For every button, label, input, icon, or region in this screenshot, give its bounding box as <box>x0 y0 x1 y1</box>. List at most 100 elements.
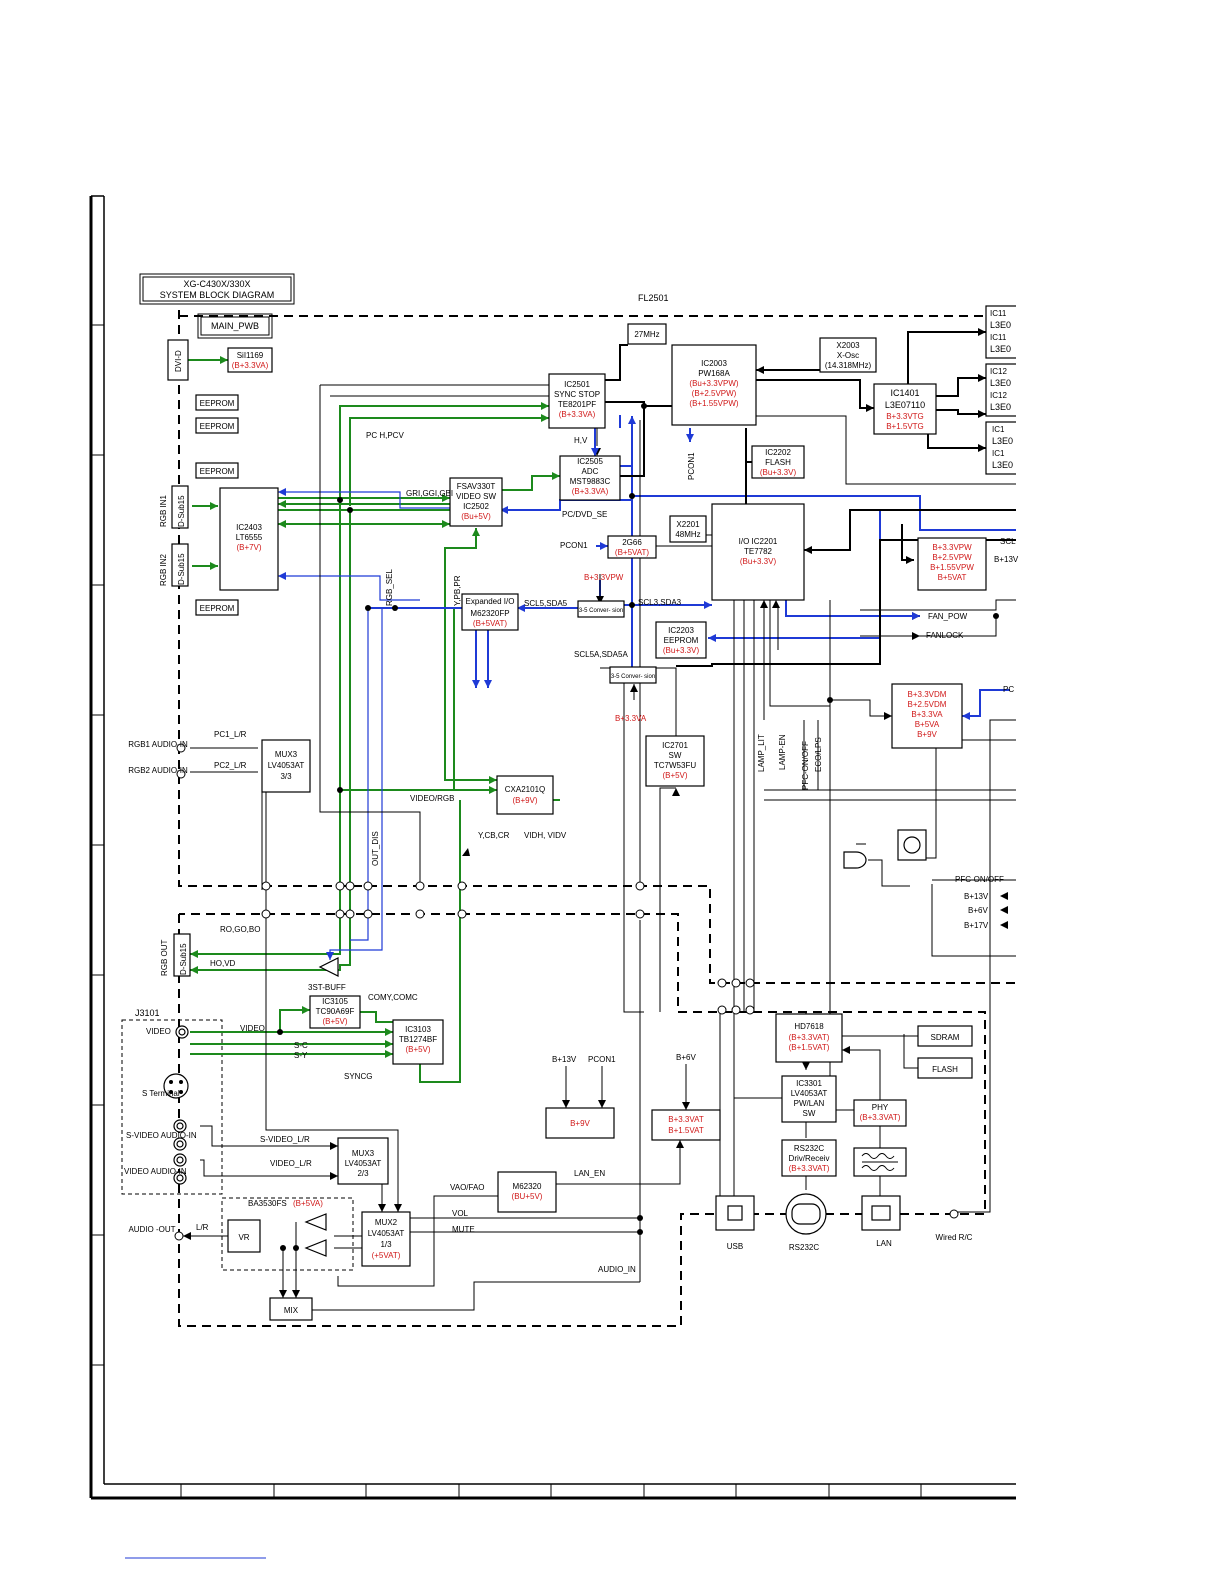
svg-text:(B+3.3VAT): (B+3.3VAT) <box>789 1164 830 1173</box>
svg-text:B+13V: B+13V <box>964 892 989 901</box>
svg-text:GRI,GGI,GBI: GRI,GGI,GBI <box>406 489 453 498</box>
svg-text:IC12: IC12 <box>990 391 1007 400</box>
hd7618-block: HD7618 (B+3.3VAT) (B+1.5VAT) <box>775 1013 843 1063</box>
fl-label: FL2501 <box>638 293 669 303</box>
ic2003-block: IC2003 PW168A (Bu+3.3VPW) (B+2.5VPW) (B+… <box>671 344 757 426</box>
svg-text:(B+3.3VA): (B+3.3VA) <box>572 487 609 496</box>
x2003-block: X2003 X-Osc (14.318MHz) <box>819 337 877 373</box>
svg-text:L3E07110: L3E07110 <box>885 400 925 410</box>
svg-text:ADC: ADC <box>582 467 599 476</box>
mux2-block: MUX2 LV4053AT 1/3 (+5VAT) <box>361 1211 411 1267</box>
ic2203-block: IC2203 EEPROM (Bu+3.3V) <box>655 621 707 659</box>
svg-text:B+3.3VPW: B+3.3VPW <box>932 543 972 552</box>
svg-text:IC2701: IC2701 <box>662 741 688 750</box>
svg-text:RGB IN1: RGB IN1 <box>159 494 168 527</box>
ic2501-block: IC2501 SYNC STOP TE8201PF (B+3.3VA) <box>548 373 606 429</box>
svg-text:EEPROM: EEPROM <box>200 467 235 476</box>
svg-text:L3E0: L3E0 <box>992 460 1013 470</box>
sii1169-block: SiI1169 (B+3.3VA) <box>227 347 273 373</box>
svg-text:Y,PB,PR: Y,PB,PR <box>453 575 462 606</box>
mux3-audio-block: MUX3 LV4053AT 3/3 <box>261 739 311 793</box>
right-crop-mask <box>1016 300 1046 1584</box>
svg-text:2G66: 2G66 <box>622 538 642 547</box>
svg-text:PFC-ON/OFF: PFC-ON/OFF <box>955 875 1004 884</box>
svg-text:(Bu+3.3VPW): (Bu+3.3VPW) <box>689 379 738 388</box>
m62320-block: M62320 (BU+5V) <box>497 1171 557 1213</box>
ic2505-block: IC2505 ADC MST9883C (B+3.3VA) <box>559 455 621 501</box>
svg-text:IC2403: IC2403 <box>236 523 262 532</box>
svg-text:(B+7V): (B+7V) <box>236 543 261 552</box>
svg-text:FLASH: FLASH <box>932 1065 958 1074</box>
svg-text:B+5VAT: B+5VAT <box>938 573 967 582</box>
svg-text:TB1274BF: TB1274BF <box>399 1035 437 1044</box>
svg-text:B+1.5VAT: B+1.5VAT <box>668 1126 704 1135</box>
green-arrowheads <box>190 356 560 1058</box>
svg-text:X2201: X2201 <box>676 520 700 529</box>
svg-text:3/3: 3/3 <box>280 772 292 781</box>
svg-text:S-Y: S-Y <box>294 1051 308 1060</box>
svg-text:B+3.3VDM: B+3.3VDM <box>908 690 947 699</box>
svg-text:EEPROM: EEPROM <box>664 636 699 645</box>
ic1401-block: IC1401 L3E07110 B+3.3VTG B+1.5VTG <box>873 383 937 435</box>
svg-text:L3E0: L3E0 <box>990 378 1011 388</box>
svg-text:VIDH, VIDV: VIDH, VIDV <box>524 831 567 840</box>
sdram-block: SDRAM <box>917 1025 973 1047</box>
svg-text:IC11: IC11 <box>990 309 1007 318</box>
svg-text:48MHz: 48MHz <box>675 530 700 539</box>
svg-text:IC2502: IC2502 <box>463 502 489 511</box>
svg-text:(B+5VAT): (B+5VAT) <box>615 548 649 557</box>
3st-buffer <box>318 957 339 977</box>
rs232-driver-block: RS232C Driv/Receiv (B+3.3VAT) <box>781 1139 837 1177</box>
rgb-in1-connector: D-Sub15 RGB IN1 <box>159 485 189 529</box>
svg-text:SCL: SCL <box>1000 537 1016 546</box>
svg-text:PHY: PHY <box>872 1103 889 1112</box>
svg-text:VIDEO_L/R: VIDEO_L/R <box>270 1159 312 1168</box>
and-gate <box>843 851 867 869</box>
lan-connector: LAN <box>861 1195 901 1248</box>
svg-text:(B+2.5VPW): (B+2.5VPW) <box>692 389 737 398</box>
svg-text:SCL5A,SDA5A: SCL5A,SDA5A <box>574 650 628 659</box>
svg-text:(B+5V): (B+5V) <box>322 1017 347 1026</box>
ic2403-block: IC2403 LT6555 (B+7V) <box>219 487 279 591</box>
svg-text:27MHz: 27MHz <box>634 330 659 339</box>
flash-block: FLASH <box>917 1057 973 1079</box>
svg-text:FAN_POW: FAN_POW <box>928 612 968 621</box>
svg-text:D-Sub15: D-Sub15 <box>179 943 188 975</box>
svg-text:PC/DVD_SE: PC/DVD_SE <box>562 510 607 519</box>
q2g66-block: 2G66 (B+5VAT) <box>607 535 657 559</box>
svg-text:B+9V: B+9V <box>917 730 937 739</box>
svg-text:(14.318MHz): (14.318MHz) <box>825 361 872 370</box>
svg-text:IC2505: IC2505 <box>577 457 603 466</box>
svg-text:(B+5VAT): (B+5VAT) <box>473 619 507 628</box>
svg-text:3-5 Conver- sion: 3-5 Conver- sion <box>611 674 655 680</box>
conversion-block-1: 3-5 Conver- sion <box>577 600 625 618</box>
wired-rc-jack: Wired R/C <box>936 1209 973 1242</box>
svg-text:B+5VA: B+5VA <box>915 720 940 729</box>
b9v-regulator-block: B+9V <box>545 1107 615 1139</box>
svg-text:EEPROM: EEPROM <box>200 422 235 431</box>
svg-text:TE8201PF: TE8201PF <box>558 400 596 409</box>
svg-text:LV4053AT: LV4053AT <box>268 761 305 770</box>
svg-text:IC3301: IC3301 <box>796 1079 822 1088</box>
svg-text:IC2003: IC2003 <box>701 359 727 368</box>
svg-text:VAO/FAO: VAO/FAO <box>450 1183 485 1192</box>
svg-text:S-C: S-C <box>294 1041 308 1050</box>
usb-connector: USB <box>715 1195 755 1251</box>
svg-text:B+3.3VAT: B+3.3VAT <box>668 1115 704 1124</box>
cxa2101q-block: CXA2101Q (B+9V) <box>496 775 554 815</box>
svg-text:D-Sub15: D-Sub15 <box>177 495 186 527</box>
svg-text:IC2203: IC2203 <box>668 626 694 635</box>
svg-text:RGB1 AUDIO-IN: RGB1 AUDIO-IN <box>128 740 188 749</box>
svg-text:TE7782: TE7782 <box>744 547 773 556</box>
svg-text:M62320FP: M62320FP <box>470 609 509 618</box>
svg-text:(Bu+3.3V): (Bu+3.3V) <box>740 557 777 566</box>
svg-text:DVI-D: DVI-D <box>174 350 183 372</box>
svg-text:B+3.3VA: B+3.3VA <box>911 710 943 719</box>
svg-text:MUX3: MUX3 <box>275 750 298 759</box>
rgb-out-connector: D-Sub15 RGB OUT <box>160 933 191 977</box>
svg-text:Driv/Receiv: Driv/Receiv <box>789 1154 830 1163</box>
svg-text:(B+9V): (B+9V) <box>512 796 537 805</box>
ic2502-block: FSAV330T VIDEO SW IC2502 (Bu+5V) <box>449 477 503 527</box>
svg-text:LAN_EN: LAN_EN <box>574 1169 605 1178</box>
svg-text:B+13V: B+13V <box>552 1055 577 1064</box>
